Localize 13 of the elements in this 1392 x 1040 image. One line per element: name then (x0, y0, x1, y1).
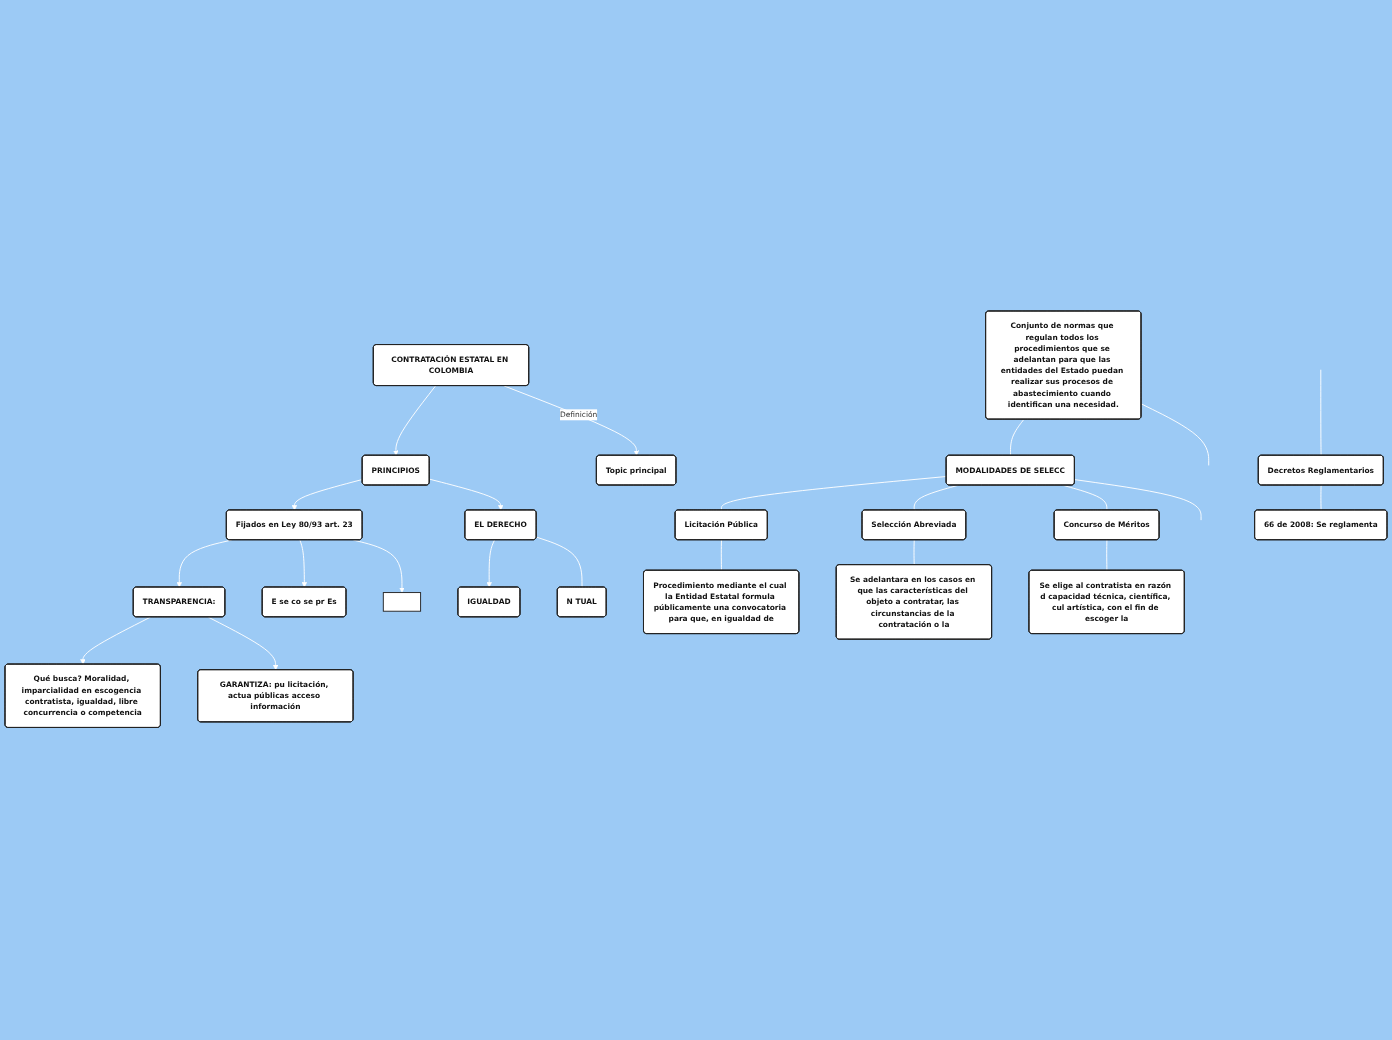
connector (720, 540, 722, 572)
connector (1320, 370, 1322, 457)
connector (1320, 485, 1322, 512)
connector (913, 485, 959, 512)
connector (1074, 479, 1202, 522)
node-box (382, 592, 422, 613)
connector (1010, 419, 1025, 457)
connector (1062, 485, 1108, 512)
connector (721, 476, 947, 512)
connector (536, 537, 583, 589)
connector (913, 540, 915, 567)
connector (1106, 540, 1108, 572)
connector (1140, 404, 1210, 467)
